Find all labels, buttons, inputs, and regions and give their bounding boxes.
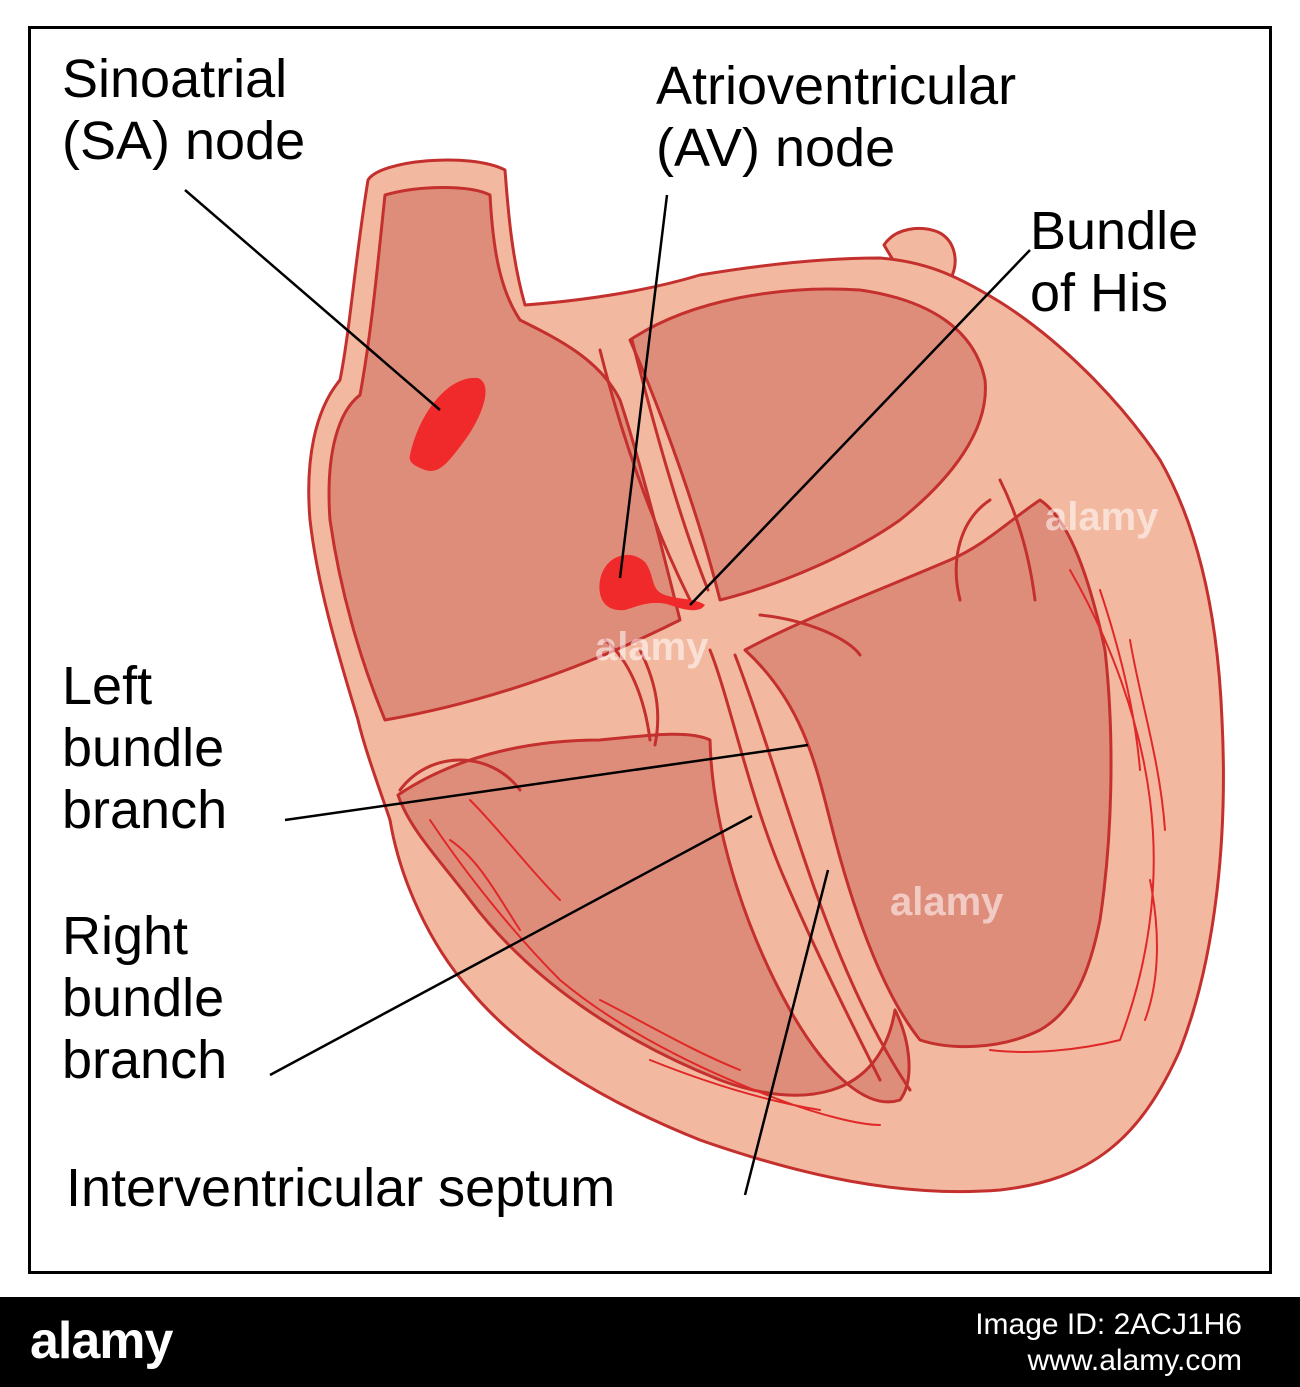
papillary-right	[398, 758, 522, 792]
site-url[interactable]: www.alamy.com	[1027, 1344, 1242, 1377]
av-node	[599, 554, 705, 611]
label-bundle-his: Bundle of His	[1030, 201, 1199, 323]
watermark: alamy	[595, 625, 709, 669]
leader-sa-node	[184, 189, 441, 411]
right-ventricle-chamber	[396, 732, 911, 1104]
sa-node	[409, 377, 486, 471]
label-av-node: Atrioventricular (AV) node	[656, 56, 1017, 178]
image-id: Image ID: 2ACJ1H6	[975, 1308, 1242, 1341]
label-sa-node: Sinoatrial (SA) node	[62, 49, 306, 171]
label-right-branch: Right bundle branch	[62, 906, 228, 1090]
leader-septum	[743, 869, 830, 1196]
atrial-septum	[598, 338, 710, 602]
purkinje-fibers-right-wall	[429, 799, 881, 1126]
septum-band-inner	[733, 653, 912, 1092]
leader-right-branch	[269, 814, 753, 1077]
papillary-left	[954, 478, 1037, 602]
mitral-valve	[758, 613, 862, 657]
leader-left-branch	[284, 743, 809, 822]
septum-band	[708, 648, 882, 1082]
left-atrium-chamber	[628, 287, 987, 602]
watermark: alamy	[890, 880, 1004, 924]
leader-av-node	[618, 194, 669, 579]
purkinje-fibers-left-wall	[989, 569, 1166, 1053]
label-septum: Interventricular septum	[66, 1158, 616, 1218]
heart-diagram	[184, 158, 1225, 1196]
watermark: alamy	[1045, 495, 1159, 539]
footer-bar: alamy Image ID: 2ACJ1H6 www.alamy.com	[0, 1297, 1300, 1387]
label-left-branch: Left bundle branch	[62, 656, 228, 840]
right-atrium-chamber	[327, 186, 682, 722]
footer-logo: alamy	[30, 1312, 173, 1370]
tricuspid-valve	[603, 638, 660, 747]
leader-bundle-his	[689, 249, 1031, 606]
